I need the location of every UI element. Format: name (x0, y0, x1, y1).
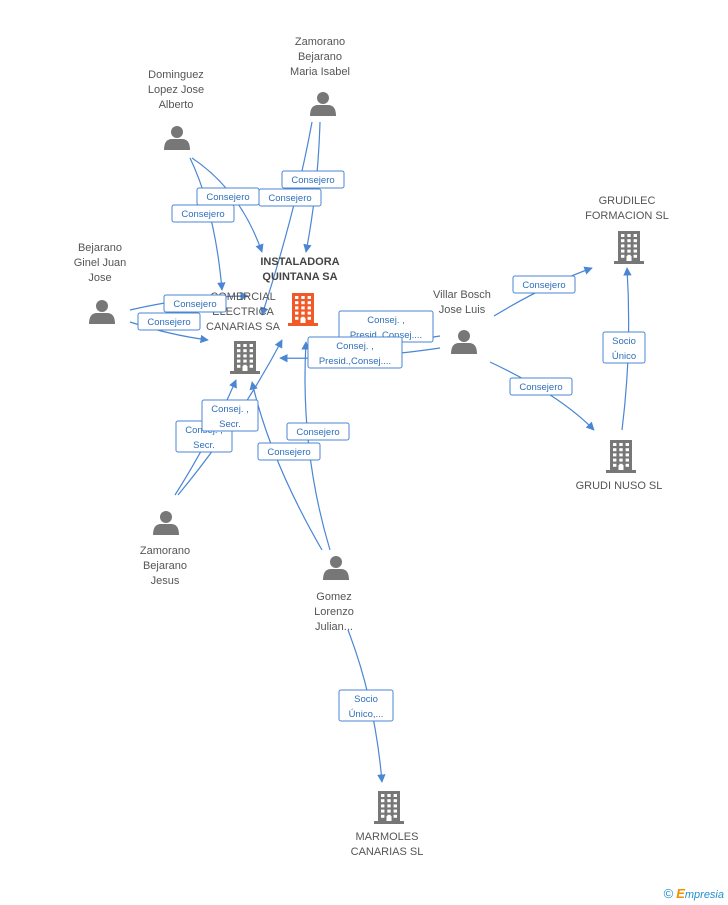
person-icon (323, 556, 349, 580)
edge-label-e9[interactable]: Consejero (512, 275, 576, 294)
brand-logo: Empresia (676, 886, 724, 901)
edge-label-text: Presid.,Consej.... (350, 330, 422, 341)
edge-label-text: Consejero (296, 427, 339, 438)
edge-label-text: Consejero (268, 193, 311, 204)
edge-label-text: Consej. , (336, 341, 374, 352)
edge-label-text: Socio (354, 694, 378, 705)
edge-label-e5[interactable]: Consejero (163, 294, 227, 313)
edge-label-text: Único,... (349, 709, 384, 720)
edge-label-text: Consej. , (211, 404, 249, 415)
edge-label-e15[interactable]: Consejero (257, 442, 321, 461)
building-icon (614, 231, 644, 264)
node-label: GRUDI NUSO SL (576, 480, 663, 492)
edge-label-text: Único (612, 351, 636, 362)
person-icon (451, 330, 477, 354)
edge-label-e1[interactable]: Consejero (196, 187, 260, 206)
edge-label-text: Secr. (193, 440, 215, 451)
edge-label-text: Presid.,Consej.... (319, 356, 391, 367)
copyright-icon: © (663, 886, 674, 901)
node-grudi-nuso[interactable]: GRUDI NUSO SL (576, 440, 663, 492)
edge-labels-layer: ConsejeroConsejeroConsejeroConsejeroCons… (137, 170, 646, 722)
edge-label-text: Consejero (147, 317, 190, 328)
building-icon (374, 791, 404, 824)
edge-label-text: Consejero (267, 447, 310, 458)
edge-label-e8[interactable]: Consej. , Presid.,Consej.... (307, 336, 403, 369)
person-icon (310, 92, 336, 116)
edge-line-e6 (129, 321, 209, 344)
edge-label-e10[interactable]: Consejero (509, 377, 573, 396)
edge-label-text: Consejero (206, 192, 249, 203)
edge-label-text: Consejero (519, 382, 562, 393)
edge-label-text: Consej. , (367, 315, 405, 326)
edge-label-e2[interactable]: Consejero (171, 204, 235, 223)
edge-label-text: Consejero (173, 299, 216, 310)
edge-line-e10 (489, 361, 595, 431)
person-icon (153, 511, 179, 535)
edge-label-text: Socio (612, 336, 636, 347)
building-icon (606, 440, 636, 473)
edge-label-e7[interactable]: Consej. , Presid.,Consej.... (338, 310, 434, 343)
person-icon (164, 126, 190, 150)
edge-line-e3 (260, 121, 313, 316)
edge-label-text: Consejero (522, 280, 565, 291)
edge-label-text: Secr. (219, 419, 241, 430)
edge-label-text: Consejero (291, 175, 334, 186)
edge-label-e16[interactable]: SocioÚnico,... (338, 689, 394, 722)
edge-label-e3[interactable]: Consejero (281, 170, 345, 189)
building-icon (230, 341, 260, 374)
footer-brand[interactable]: © Empresia (664, 886, 724, 901)
edge-label-e6[interactable]: Consejero (137, 312, 201, 331)
building-icon (288, 293, 318, 326)
person-icon (89, 300, 115, 324)
edge-label-e13[interactable]: Consej. , Secr. (201, 399, 259, 432)
edge-label-text: Consejero (181, 209, 224, 220)
edge-label-e14[interactable]: Consejero (286, 422, 350, 441)
edge-label-e4[interactable]: Consejero (258, 188, 322, 207)
